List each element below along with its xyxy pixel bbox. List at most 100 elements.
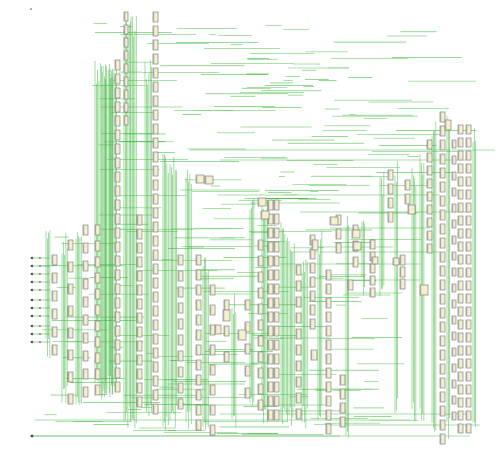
cell-input-band <box>115 354 117 364</box>
logic-cell <box>273 241 280 253</box>
logic-cell <box>351 229 361 239</box>
logic-cell <box>465 332 472 343</box>
logic-cell <box>451 283 457 293</box>
logic-cell <box>195 389 202 401</box>
cell-input-band <box>452 316 454 324</box>
logic-cell <box>451 171 457 181</box>
logic-cell <box>457 319 464 330</box>
cell-input-band <box>274 214 276 224</box>
logic-cell <box>51 272 58 284</box>
logic-cell <box>426 139 433 150</box>
cell-input-band <box>348 280 350 290</box>
logic-cell <box>244 365 251 377</box>
cell-input-band <box>440 252 442 262</box>
cell-input-band <box>258 304 260 314</box>
cell-input-band <box>268 410 270 420</box>
cell-input-band <box>95 257 97 267</box>
logic-cell <box>94 368 101 380</box>
cell-input-band <box>137 369 139 379</box>
logic-cell <box>465 410 472 421</box>
logic-cell <box>177 334 184 346</box>
logic-cell <box>177 318 184 330</box>
logic-cell <box>114 311 121 323</box>
logic-cell <box>195 344 202 356</box>
cell-input-band <box>196 330 198 340</box>
logic-cell <box>310 349 318 361</box>
logic-cell <box>94 288 101 300</box>
cell-input-band <box>115 186 117 196</box>
cell-input-band <box>440 210 442 220</box>
logic-cell <box>325 339 332 351</box>
logic-cell <box>295 280 302 292</box>
logic-cell <box>222 309 231 322</box>
cell-input-band <box>83 369 85 379</box>
cell-input-band <box>153 68 155 78</box>
logic-cell <box>114 171 121 183</box>
cell-input-band <box>153 82 155 92</box>
port-junction <box>39 281 41 283</box>
cell-input-band <box>296 377 298 387</box>
logic-cell <box>273 325 280 337</box>
logic-cell <box>387 197 394 209</box>
logic-cell <box>387 211 394 223</box>
logic-cell <box>152 123 159 135</box>
cell-input-band <box>466 242 468 251</box>
logic-cell <box>257 287 264 299</box>
logic-cell <box>295 360 302 372</box>
logic-cell <box>426 152 433 163</box>
logic-cell <box>82 278 89 290</box>
cell-input-band <box>210 285 212 295</box>
logic-cell <box>465 319 472 330</box>
logic-cell <box>273 297 280 309</box>
cell-input-band <box>52 255 54 265</box>
logic-cell <box>267 409 274 421</box>
logic-cell <box>295 408 302 420</box>
logic-cell <box>451 219 457 229</box>
cell-input-band <box>420 285 422 295</box>
cell-input-band <box>274 382 276 392</box>
cell-input-band <box>115 130 117 140</box>
logic-cell <box>123 37 129 48</box>
wire-layer <box>30 14 495 439</box>
logic-cell <box>457 137 464 148</box>
cell-input-band <box>115 74 117 84</box>
logic-cell <box>114 213 121 225</box>
logic-cell <box>152 263 159 275</box>
port-pin <box>30 340 34 344</box>
logic-cell <box>152 109 159 121</box>
port-junction <box>39 265 41 267</box>
logic-cell <box>94 240 101 252</box>
cell-input-band <box>458 372 460 381</box>
cell-input-band <box>296 313 298 323</box>
cell-input-band <box>210 365 212 375</box>
logic-cell <box>465 371 472 382</box>
logic-cell <box>257 367 264 379</box>
logic-cell <box>439 265 446 277</box>
logic-cell <box>82 296 89 308</box>
logic-cell <box>465 163 472 174</box>
cell-input-band <box>153 236 155 246</box>
cell-input-band <box>115 200 117 210</box>
logic-cell <box>257 239 264 251</box>
cell-input-band <box>153 222 155 232</box>
logic-cell <box>439 139 446 151</box>
cell-input-band <box>388 170 390 180</box>
cell-input-band <box>137 341 139 351</box>
cell-input-band <box>326 382 328 392</box>
cell-input-band <box>427 205 429 214</box>
cell-input-band <box>452 140 454 148</box>
cell-input-band <box>370 252 372 261</box>
cell-input-band <box>458 268 460 277</box>
cell-input-band <box>458 294 460 303</box>
cell-input-band <box>215 325 217 334</box>
logic-cell <box>392 257 400 266</box>
logic-cell <box>457 345 464 356</box>
logic-cell <box>325 423 332 435</box>
logic-cell <box>407 204 416 215</box>
cell-input-band <box>336 243 338 253</box>
logic-cell <box>451 315 457 325</box>
cell-input-band <box>458 255 460 264</box>
cell-input-band <box>196 300 198 310</box>
logic-cell <box>152 375 159 387</box>
logic-cell <box>114 115 121 127</box>
